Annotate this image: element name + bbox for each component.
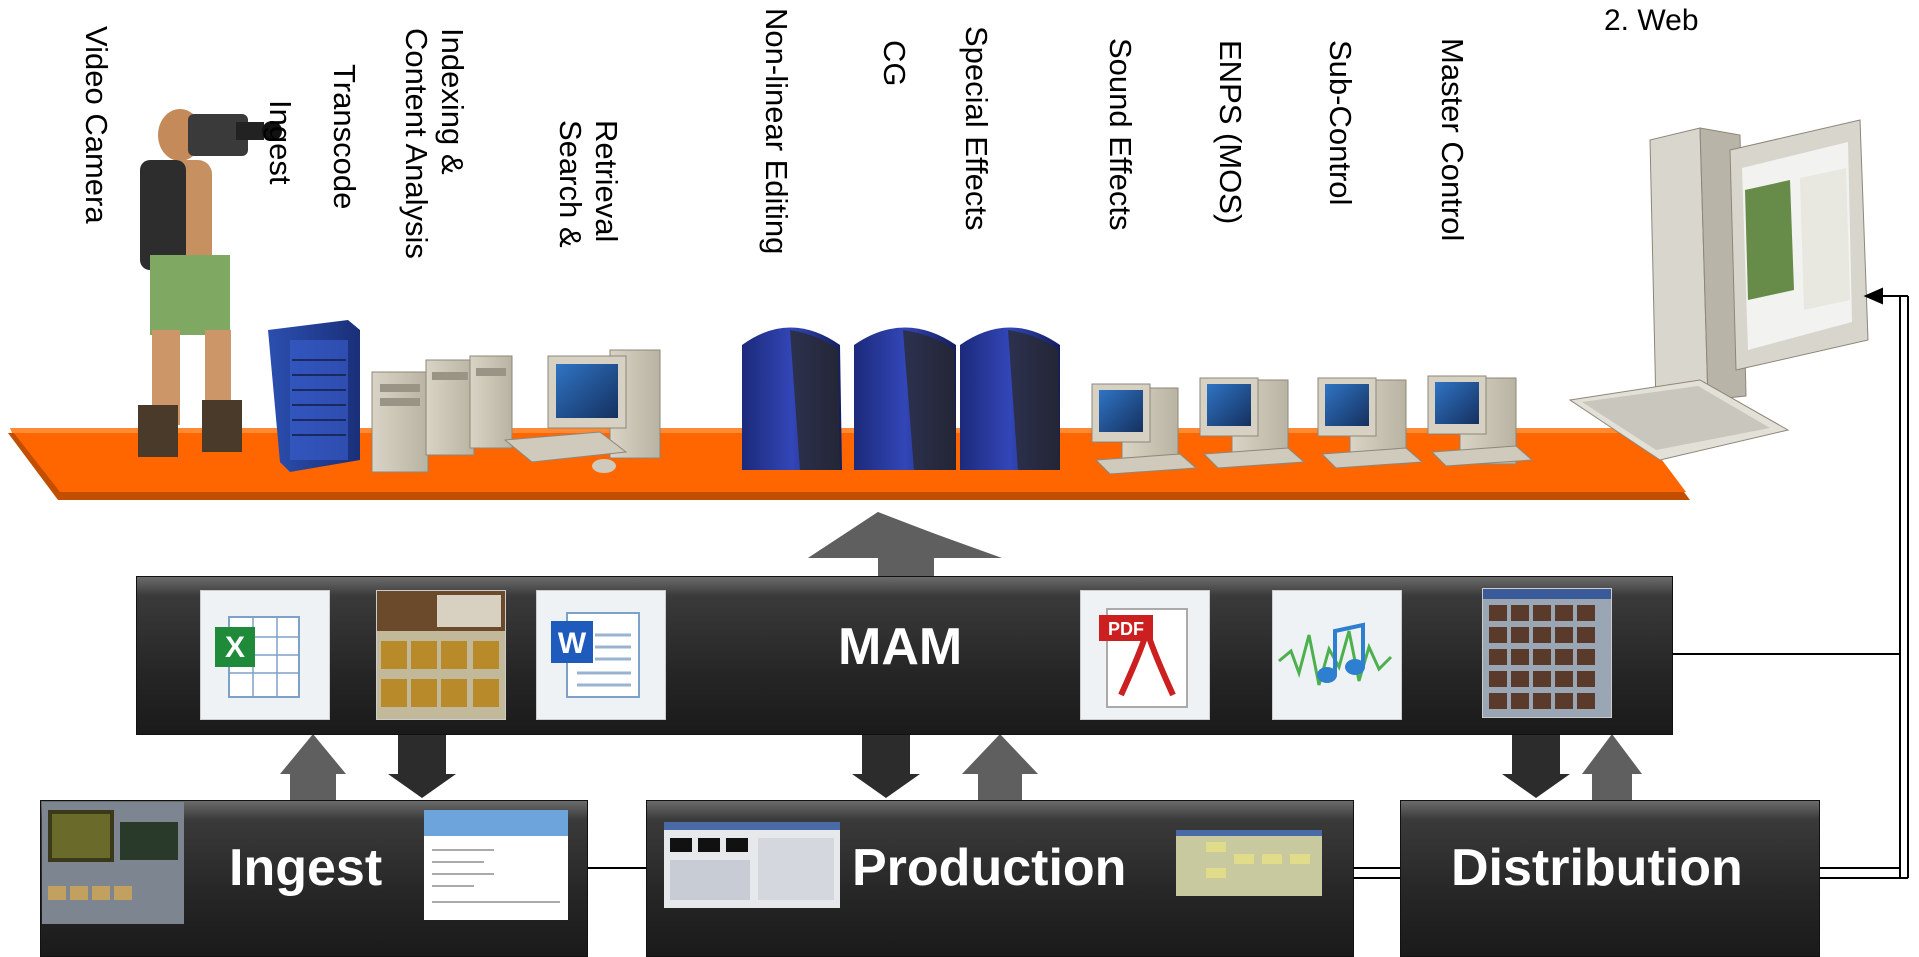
production-title: Production xyxy=(852,839,1127,897)
label-transcode: Transcode xyxy=(327,64,362,210)
mam-to-ingest-arrow xyxy=(388,733,456,798)
svg-text:PDF: PDF xyxy=(1108,619,1144,639)
label-sub-control: Sub-Control xyxy=(1323,40,1358,206)
label-retrieval: Retrieval Search & xyxy=(553,120,624,248)
production-to-mam-arrow xyxy=(962,734,1038,800)
distribution-title: Distribution xyxy=(1451,839,1743,897)
orange-platform xyxy=(8,428,1690,500)
mam-to-production-arrow xyxy=(852,733,920,798)
label-nonlinear-editing: Non-linear Editing xyxy=(759,8,794,255)
distribution-to-mam-arrow xyxy=(1582,734,1642,800)
ingest-server-icon xyxy=(268,320,360,472)
production-screenshot-left xyxy=(664,822,840,908)
retrieval-workstation-icon xyxy=(503,349,661,473)
label-cg: CG xyxy=(877,40,912,87)
label-video-camera: Video Camera xyxy=(79,26,114,224)
label-master-control: Master Control xyxy=(1435,38,1470,242)
nonlinear-editing-workstation-icon xyxy=(742,327,842,470)
ingest-screenshot-right xyxy=(424,810,568,920)
web-computer-icon xyxy=(1568,119,1869,461)
production-screenshot-right xyxy=(1176,830,1322,896)
enps-workstation-icon xyxy=(1199,377,1306,469)
ingest-screenshot-left xyxy=(42,802,184,924)
master-control-workstation-icon xyxy=(1427,375,1534,467)
mam-to-platform-arrow xyxy=(808,512,1002,576)
web-connection-lines xyxy=(586,287,1909,879)
label-indexing: Indexing & Content Analysis xyxy=(399,28,470,259)
label-ingest: Ingest xyxy=(263,100,298,185)
mam-to-distribution-arrow xyxy=(1502,733,1570,798)
pdf-icon: PDF xyxy=(1080,590,1210,720)
ingest-title: Ingest xyxy=(229,839,383,897)
word-icon: W xyxy=(536,590,666,720)
svg-text:W: W xyxy=(558,627,587,660)
label-web: 2. Web xyxy=(1604,4,1699,37)
distribution-box xyxy=(1400,800,1820,957)
label-special-effects: Special Effects xyxy=(959,26,994,231)
sub-control-workstation-icon xyxy=(1317,377,1424,469)
excel-icon: X xyxy=(200,590,330,720)
label-sound-effects: Sound Effects xyxy=(1103,38,1138,231)
transcode-server-icon xyxy=(371,355,513,473)
camera-operator-figure xyxy=(138,109,282,457)
cg-workstation-icon xyxy=(854,327,956,470)
svg-text:X: X xyxy=(225,631,245,664)
label-enps: ENPS (MOS) xyxy=(1213,40,1248,225)
mam-title: MAM xyxy=(838,618,963,676)
special-effects-workstation-icon xyxy=(960,327,1060,470)
sound-effects-workstation-icon xyxy=(1091,383,1198,475)
audio-icon xyxy=(1272,590,1402,720)
ingest-to-mam-arrow xyxy=(280,734,346,800)
image-grid-icon xyxy=(1482,588,1612,718)
video-thumbnails-icon xyxy=(376,590,506,720)
